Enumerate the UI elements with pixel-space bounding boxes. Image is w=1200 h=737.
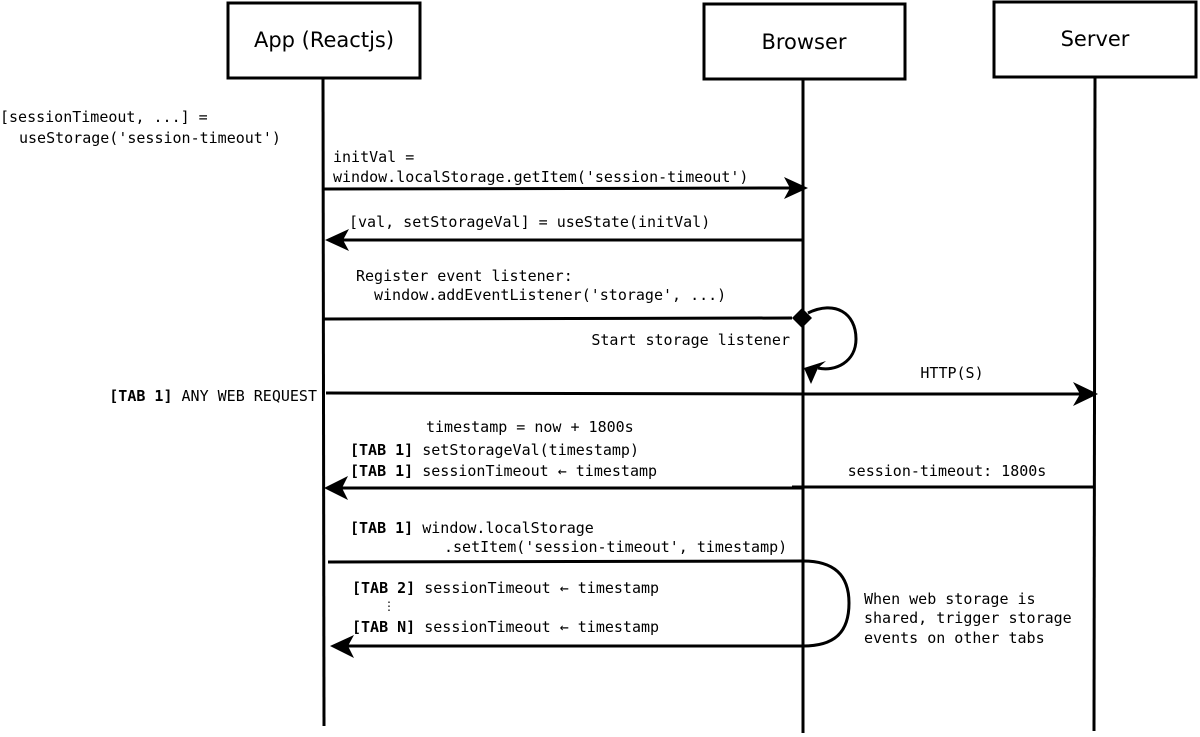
arrowhead-storage-event: [330, 635, 354, 658]
msg-tab2-text: sessionTimeout ← timestamp: [424, 579, 659, 597]
msg-tab2-tag: [TAB 2]: [352, 579, 415, 597]
note-storage-shared-line2: shared, trigger storage: [864, 609, 1072, 627]
arrowhead-http-request: [1073, 382, 1098, 406]
msg-tab2: [TAB 2] sessionTimeout ← timestamp: [352, 579, 659, 597]
msg-get-item-line2: window.localStorage.getItem('session-tim…: [333, 168, 748, 186]
actor-browser-box: [702, 2, 907, 81]
msg-register-line2: window.addEventListener('storage', ...): [374, 286, 726, 304]
msg-local-storage-tag: [TAB 1]: [350, 519, 413, 537]
diamond-register: [792, 308, 812, 328]
msg-tabn-text: sessionTimeout ← timestamp: [424, 618, 659, 636]
note-timestamp-calc: timestamp = now + 1800s: [426, 418, 634, 436]
actor-server-box: [992, 0, 1198, 79]
actor-app-label: App (Reactjs): [254, 28, 394, 52]
msg-tabn-tag: [TAB N]: [352, 618, 415, 636]
note-use-storage-line2: useStorage('session-timeout'): [19, 129, 281, 147]
arrowhead-session-response: [324, 476, 348, 500]
msg-local-storage-text: window.localStorage: [422, 519, 594, 537]
lifeline-server: [1092, 77, 1097, 732]
actor-browser-label: Browser: [761, 30, 846, 54]
msg-start-listener: Start storage listener: [591, 331, 790, 349]
actor-server: Server: [992, 0, 1198, 79]
note-storage-shared-line3: events on other tabs: [864, 629, 1045, 647]
actor-app: App (Reactjs): [226, 1, 422, 80]
msg-tabn: [TAB N] sessionTimeout ← timestamp: [352, 618, 659, 636]
note-use-storage-line1: [sessionTimeout, ...] =: [0, 108, 208, 126]
arrow-register: [322, 316, 793, 321]
arrow-web-request-app: [325, 391, 813, 396]
arrowhead-start-listener: [804, 361, 826, 384]
storage-event-loop: [802, 559, 851, 648]
self-loop-start-listener: [807, 306, 858, 371]
msg-get-item-line1: initVal =: [333, 148, 414, 166]
msg-session-assign: [TAB 1] sessionTimeout ← timestamp: [350, 462, 657, 480]
msg-ellipsis: ⋮: [383, 599, 395, 613]
actor-browser: Browser: [702, 2, 907, 81]
arrow-get-item: [322, 186, 791, 191]
arrowhead-get-item: [784, 177, 808, 199]
arrow-local-storage: [327, 559, 805, 564]
msg-set-storage-tag: [TAB 1]: [350, 441, 413, 459]
msg-session-header: session-timeout: 1800s: [848, 462, 1047, 480]
msg-web-request-tag: [TAB 1]: [109, 387, 172, 405]
lifeline-app: [321, 78, 326, 727]
msg-set-storage-text: setStorageVal(timestamp): [422, 441, 639, 459]
msg-local-storage-line1: [TAB 1] window.localStorage: [350, 519, 594, 537]
note-storage-shared-line1: When web storage is: [864, 590, 1036, 608]
msg-web-request: [TAB 1] ANY WEB REQUEST: [109, 387, 317, 405]
actor-app-box: [226, 1, 422, 80]
msg-use-state: [val, setStorageVal] = useState(initVal): [349, 213, 710, 231]
msg-local-storage-line2: .setItem('session-timeout', timestamp): [444, 538, 787, 556]
msg-http: HTTP(S): [920, 364, 983, 382]
msg-session-assign-text: sessionTimeout ← timestamp: [422, 462, 657, 480]
msg-register-line1: Register event listener:: [356, 267, 573, 285]
msg-web-request-text: ANY WEB REQUEST: [182, 387, 317, 405]
arrowhead-use-state: [325, 229, 349, 251]
msg-session-assign-tag: [TAB 1]: [350, 462, 413, 480]
msg-set-storage: [TAB 1] setStorageVal(timestamp): [350, 441, 639, 459]
actor-server-label: Server: [1061, 27, 1130, 51]
